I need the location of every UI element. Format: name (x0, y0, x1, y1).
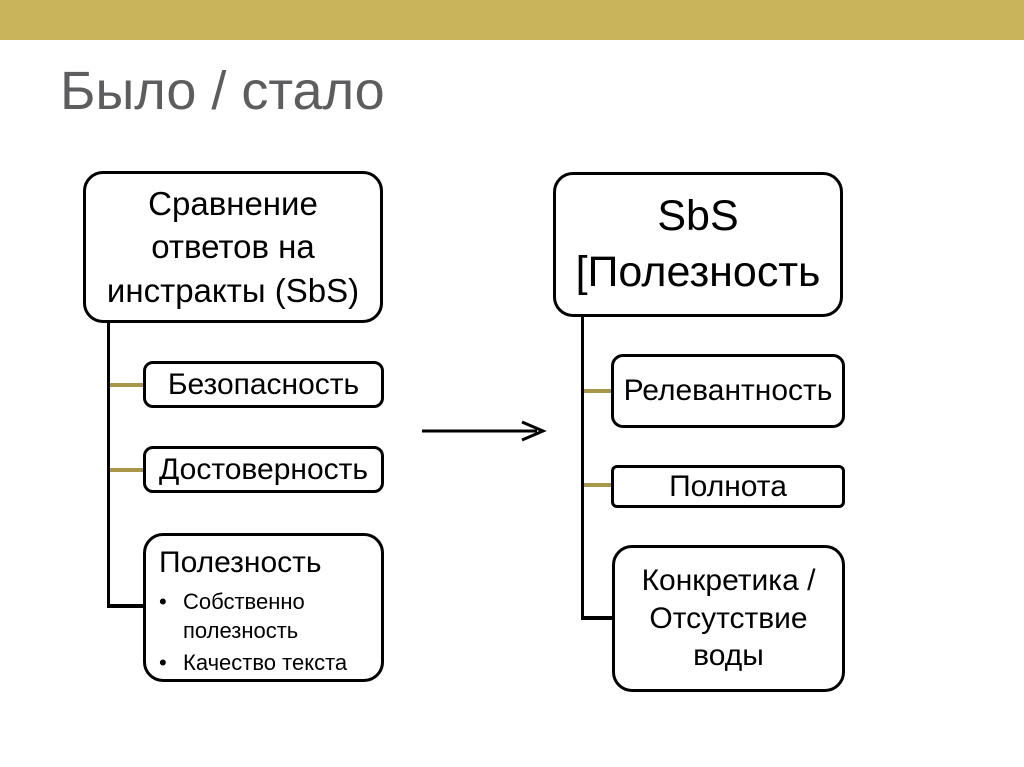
after-child-box-relevance: Релевантность (611, 354, 845, 428)
before-child-box-safety: Безопасность (143, 361, 384, 408)
before-root-box: Сравнение ответов на инстракты (SbS) (83, 171, 383, 323)
bullet-icon: • (159, 589, 167, 614)
after-child-box-specificity: Конкретика / Отсутствие воды (612, 545, 845, 692)
before-child-label: Достоверность (158, 452, 369, 486)
before-elbow-connector (107, 604, 143, 608)
after-connector-tick-1 (584, 389, 611, 393)
bullet-icon: • (159, 650, 167, 676)
after-child-line: Отсутствие (649, 601, 808, 635)
after-root-box: SbS [Полезность (553, 172, 843, 317)
before-root-line: ответов на (151, 228, 315, 266)
before-detail-heading: Полезность (159, 546, 322, 579)
after-root-line: SbS (657, 192, 739, 241)
before-root-line: инстракты (SbS) (106, 271, 360, 309)
after-child-label: Релевантность (623, 374, 833, 407)
after-elbow-connector (581, 616, 612, 620)
transition-arrow (421, 419, 547, 443)
bullet-text: Качество текста (183, 650, 348, 676)
right-arrow-icon (422, 420, 547, 442)
bullet-text: Собственно полезность (183, 589, 305, 643)
page-title: Было / стало (60, 61, 385, 121)
before-connector-tick-1 (110, 383, 143, 387)
before-tree-trunk-line (107, 321, 110, 608)
before-connector-tick-2 (110, 468, 143, 472)
after-tree-trunk-line (581, 315, 584, 620)
after-child-label: Полнота (669, 469, 787, 503)
top-accent-bar (0, 0, 1024, 40)
after-child-box-completeness: Полнота (611, 465, 845, 508)
before-child-box-usefulness: Полезность • Собственно полезность • Кач… (143, 533, 384, 682)
bullet-list-item: • Собственно полезность (159, 588, 361, 645)
before-bullet-list: • Собственно полезность • Качество текст… (159, 588, 361, 682)
after-child-line: Конкретика / (641, 564, 816, 598)
before-root-line: Сравнение (148, 184, 318, 222)
after-child-line: воды (693, 639, 764, 673)
after-connector-tick-2 (584, 483, 611, 487)
before-child-label: Безопасность (167, 367, 360, 401)
before-child-box-credibility: Достоверность (143, 446, 384, 493)
bullet-list-item: • Качество текста (159, 649, 361, 678)
after-root-line: [Полезность (575, 247, 821, 296)
